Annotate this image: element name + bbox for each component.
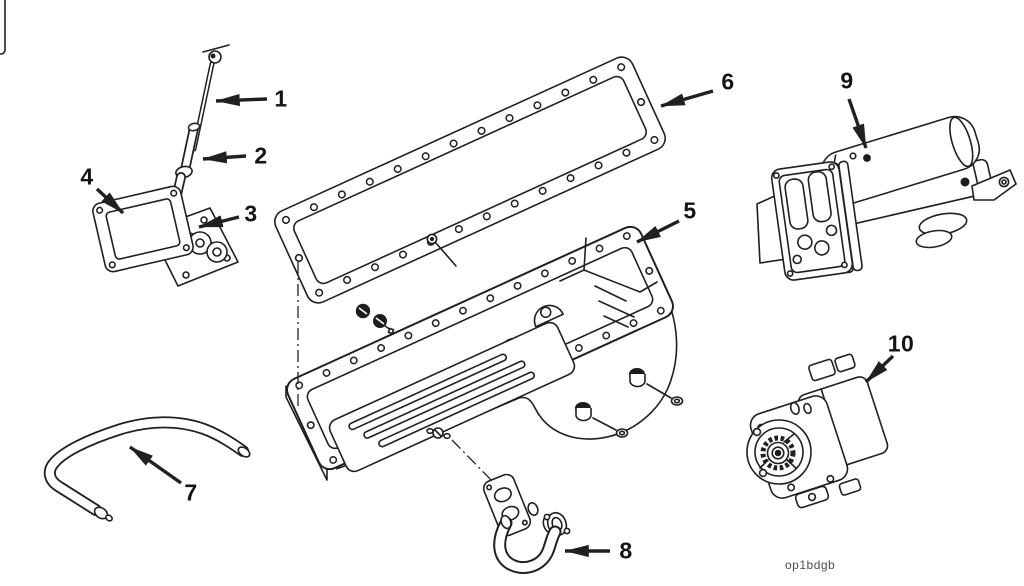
part-10-oil-pump [746, 353, 889, 509]
alignment-line [451, 439, 497, 486]
part-8-suction-tube [482, 473, 571, 574]
bearing-boss [533, 304, 564, 328]
callout-10-arrow [864, 354, 895, 384]
callout-1-arrow [215, 93, 268, 107]
callout-9-label: 9 [840, 67, 854, 94]
callout-3-label: 3 [244, 200, 258, 227]
drain-plug [629, 368, 684, 406]
part-1-dipstick [191, 44, 230, 152]
callout-4-arrow [95, 187, 125, 215]
hex-plug [355, 303, 395, 335]
pipe-plug-icon [426, 233, 457, 267]
callout-2-arrow [202, 151, 247, 164]
part-9-oil-cooler [0, 0, 1017, 281]
callout-arrows [95, 89, 895, 558]
callout-9-arrow [847, 98, 868, 149]
callout-6-label: 6 [721, 68, 735, 95]
callout-8-label: 8 [619, 537, 633, 564]
figure-code: op1bdgb [785, 558, 836, 572]
callout-10-label: 10 [887, 330, 915, 357]
callout-7-arrow [129, 445, 182, 485]
callout-2-label: 2 [254, 142, 268, 169]
cooler-bracket [960, 169, 1017, 201]
callout-5-arrow [636, 219, 680, 244]
drain-plug [575, 402, 629, 438]
pan-baffle-plate [328, 321, 576, 473]
callout-6-arrow [660, 89, 714, 108]
pan-bottom-plug [426, 427, 451, 440]
part-6-oil-pan-gasket [274, 56, 666, 304]
callout-3-arrow [198, 215, 240, 229]
part-5-oil-pan [285, 225, 684, 486]
callout-1-label: 1 [274, 85, 288, 112]
callout-5-label: 5 [683, 197, 697, 224]
callout-7-label: 7 [184, 479, 198, 506]
part-7-tube [43, 416, 251, 522]
cooler-flange [770, 161, 854, 281]
pump-gear-icon [759, 433, 797, 471]
callout-4-label: 4 [80, 163, 94, 190]
pan-interior [559, 237, 658, 328]
